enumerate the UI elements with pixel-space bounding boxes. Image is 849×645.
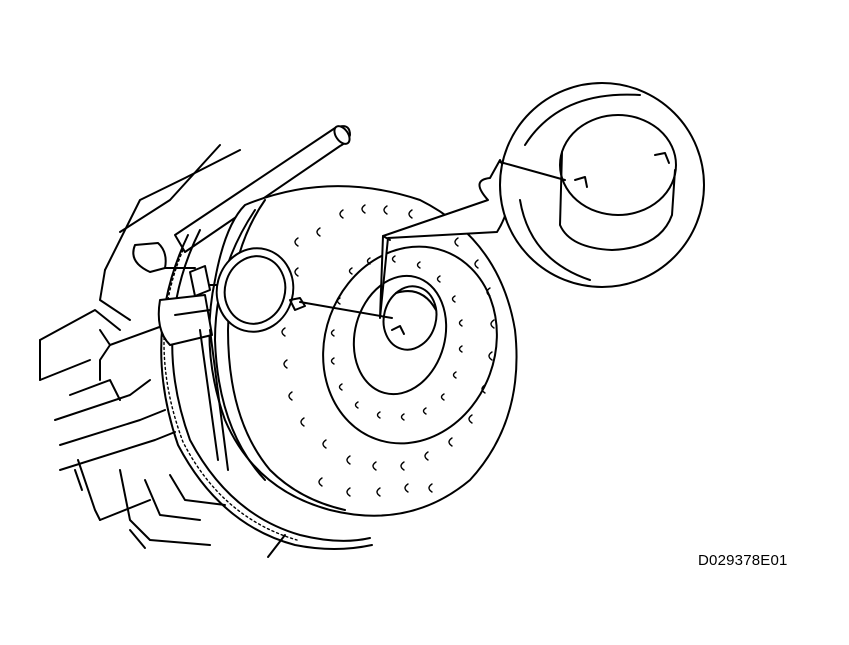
transmission-housing-drawing <box>39 144 241 549</box>
magnetic-stand-rod <box>174 125 351 253</box>
converter-vane-slots <box>281 204 495 497</box>
converter-hub-sleeve <box>382 285 438 351</box>
dial-indicator <box>132 242 393 471</box>
figure-reference-code: D029378E01 <box>698 552 788 569</box>
magnified-detail-callout <box>379 82 705 319</box>
torque-converter-body <box>208 185 518 517</box>
